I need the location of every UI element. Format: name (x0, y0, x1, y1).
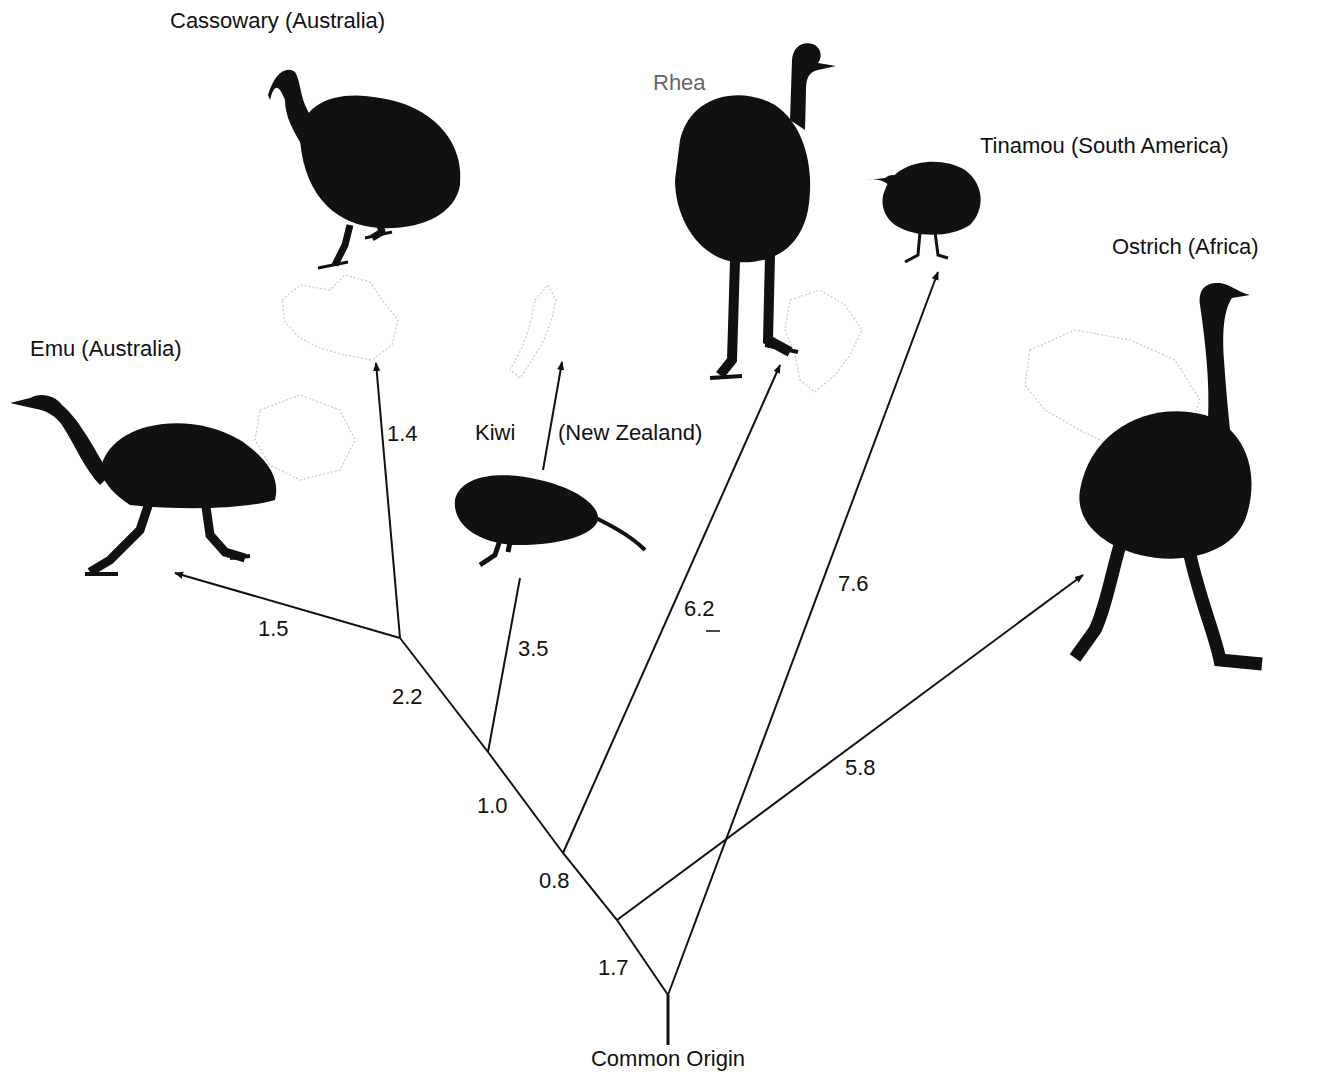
bird-silhouettes (10, 43, 1262, 664)
species-label: Rhea (653, 70, 706, 96)
ostrich-silhouette (1075, 283, 1262, 664)
branch-length: 5.8 (845, 755, 876, 781)
branch-length: 1.5 (258, 616, 289, 642)
species-label: Cassowary (Australia) (170, 8, 385, 34)
branch-length: 2.2 (392, 684, 423, 710)
root-label: Common Origin (591, 1046, 745, 1072)
species-label: (New Zealand) (558, 420, 702, 446)
branch-length: 7.6 (838, 571, 869, 597)
kiwi-silhouette (455, 475, 645, 565)
emu-silhouette (10, 395, 276, 574)
species-label: Ostrich (Africa) (1112, 234, 1259, 260)
cassowary-silhouette (268, 70, 460, 268)
species-label: Tinamou (South America) (980, 133, 1229, 159)
branch-length: 3.5 (518, 636, 549, 662)
branch-length: 1.4 (387, 421, 418, 447)
species-label: Kiwi (475, 420, 515, 446)
branch-length: 0.8 (539, 868, 570, 894)
branch-length: 1.0 (477, 793, 508, 819)
branch-length: 6.2 (684, 596, 715, 622)
species-label: Emu (Australia) (30, 336, 182, 362)
branch-length: 1.7 (598, 955, 629, 981)
tree-branches (175, 272, 1083, 1045)
map-outlines (255, 275, 1200, 480)
tinamou-silhouette (868, 162, 981, 262)
